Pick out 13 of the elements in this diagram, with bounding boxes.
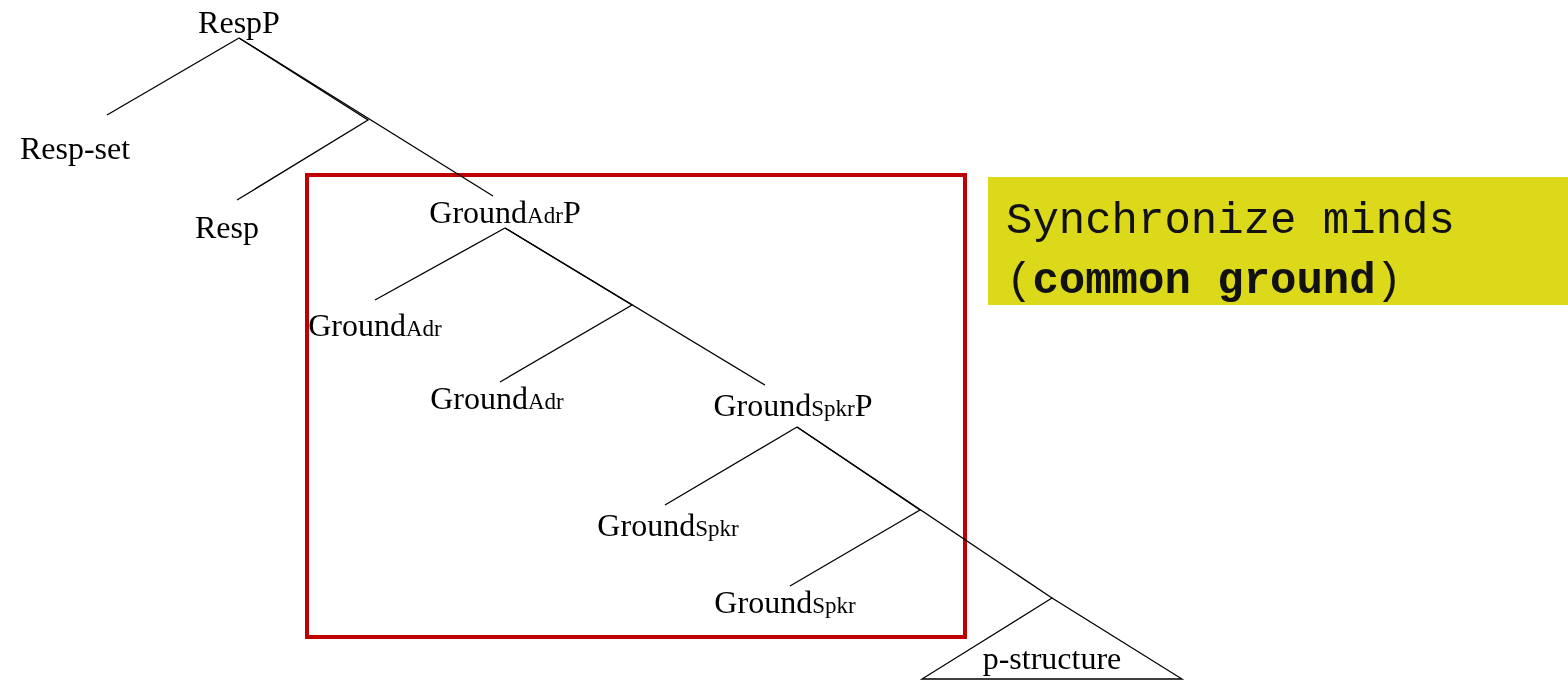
- tree-label: Resp-set: [19, 132, 131, 164]
- branch-line: [374, 227, 506, 301]
- branch-line: [504, 227, 766, 386]
- branch-line: [796, 426, 1053, 599]
- branch-line: [238, 37, 494, 197]
- branch-line: [664, 426, 798, 506]
- tree-label: Resp: [195, 211, 259, 243]
- branch-line: [106, 37, 240, 116]
- tree-label: p-structure: [982, 642, 1122, 674]
- highlight-note: [988, 177, 1568, 305]
- triangle-node: [922, 598, 1182, 679]
- note-text: Synchronize minds (common ground): [1006, 195, 1456, 308]
- tree-label: RespP: [198, 6, 280, 38]
